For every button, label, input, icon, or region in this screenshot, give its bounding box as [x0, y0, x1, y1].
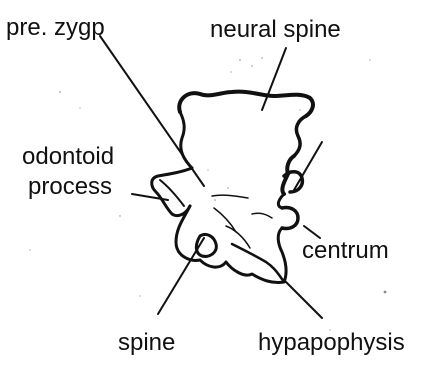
body-lower [176, 206, 284, 283]
label-neural-spine: neural spine [210, 16, 341, 43]
internal-line-3 [252, 213, 272, 218]
labels: pre. zygp neural spine odontoid process … [6, 14, 405, 356]
label-spine: spine [118, 329, 175, 356]
label-odontoid: odontoid [22, 143, 114, 170]
leader-pre-zygp [100, 36, 204, 186]
neural-spine-rim [179, 92, 313, 116]
label-centrum: centrum [302, 237, 389, 264]
leader-hypapophysis [284, 280, 322, 318]
leader-neural-spine [262, 48, 286, 110]
leader-spine [158, 238, 204, 314]
internal-line-1 [212, 195, 248, 198]
internal-line-4 [226, 226, 250, 248]
neural-spine-right [294, 116, 306, 156]
lower-knob [282, 207, 298, 228]
leader-odontoid [132, 194, 168, 200]
vertebra-outline [152, 92, 313, 283]
label-process: process [28, 173, 112, 200]
label-hypapophysis: hypapophysis [258, 329, 405, 356]
label-pre-zygp: pre. zygp [6, 14, 105, 41]
internal-line-2 [214, 208, 236, 232]
